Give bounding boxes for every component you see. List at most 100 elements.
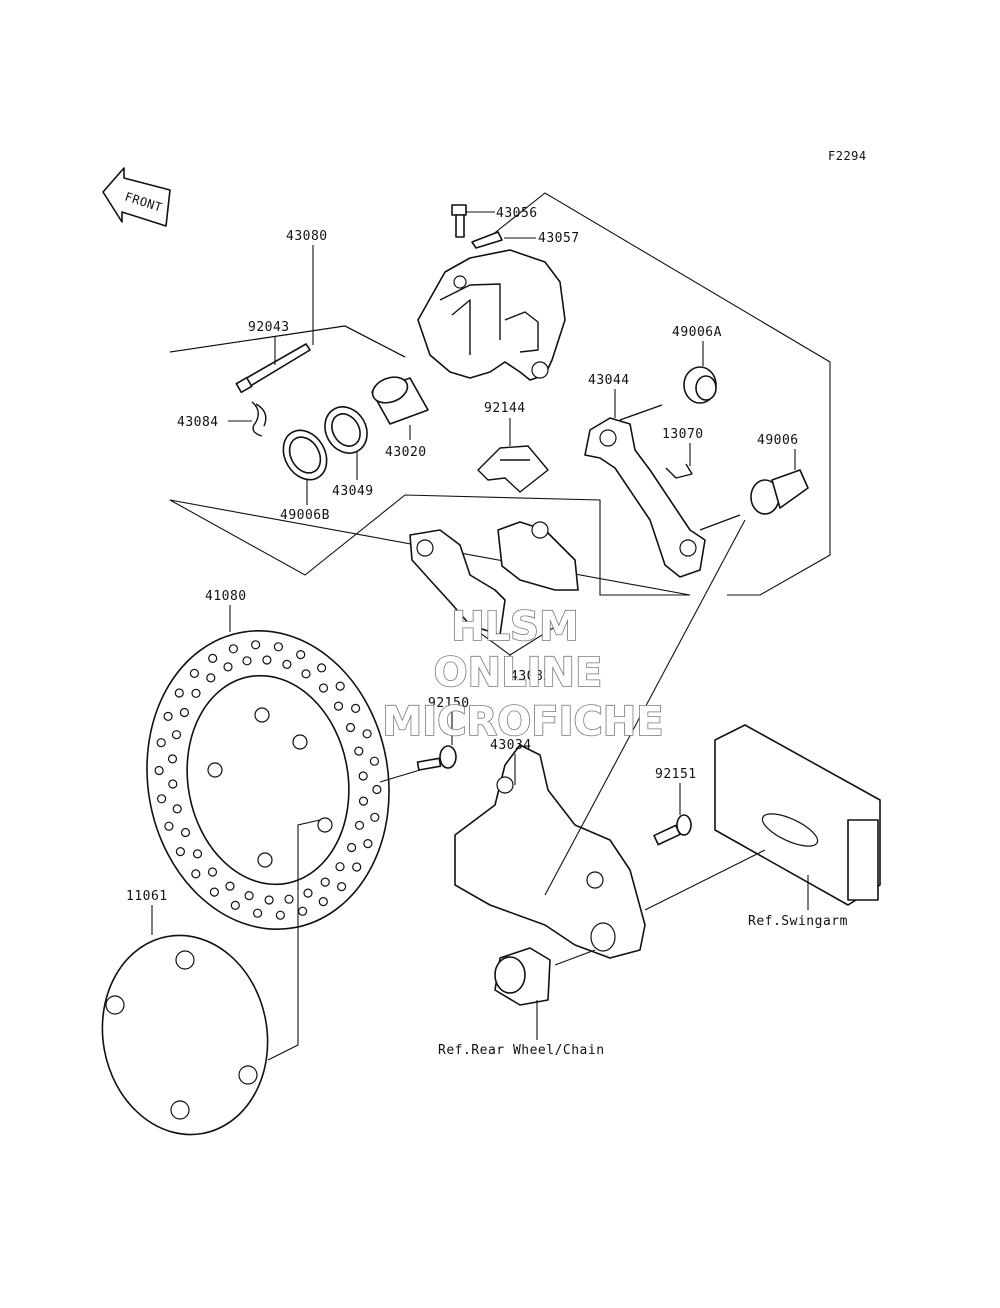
disc-vent-hole — [273, 642, 283, 652]
brake-disc-part — [146, 630, 390, 930]
disc-vent-hole — [347, 842, 357, 853]
disc-vent-hole — [168, 779, 178, 789]
label-43080: 43080 — [286, 229, 328, 244]
brake-pads-part — [409, 521, 579, 636]
disc-vent-hole — [358, 771, 368, 781]
label-43084: 43084 — [177, 415, 219, 430]
disc-vent-hole — [358, 796, 369, 806]
clip-part — [251, 401, 267, 437]
disc-vent-hole — [317, 663, 327, 673]
label-49006: 49006 — [757, 433, 799, 448]
disc-mount-hole — [292, 734, 308, 750]
disc-vent-hole — [282, 659, 292, 670]
disc-vent-hole — [363, 838, 373, 849]
front-arrow-icon: FRONT — [102, 167, 171, 227]
caliper-bracket-part — [584, 404, 741, 578]
disc-vent-hole — [230, 900, 240, 911]
gasket-part — [101, 934, 269, 1136]
disc-vent-hole — [179, 707, 189, 718]
disc-vent-hole — [354, 820, 365, 830]
disc-mount-hole — [207, 762, 223, 778]
figure-code: F2294 — [828, 149, 867, 163]
disc-vent-hole — [296, 649, 306, 660]
disc-vent-hole — [352, 862, 362, 872]
label-43044: 43044 — [588, 373, 630, 388]
dust-seal-part — [282, 429, 328, 481]
watermark-line3: MICROFICHE — [382, 699, 663, 745]
disc-vent-hole — [154, 765, 164, 776]
disc-vent-hole — [172, 804, 182, 814]
label-43034: 43034 — [490, 738, 532, 753]
disc-vent-hole — [253, 908, 263, 918]
caliper-assembly-outline — [169, 192, 831, 596]
label-11061: 11061 — [126, 889, 168, 904]
label-43056: 43056 — [496, 206, 538, 221]
disc-vent-hole — [156, 738, 166, 748]
disc-vent-hole — [191, 688, 201, 698]
disc-vent-hole — [318, 683, 329, 693]
boot-lower-part — [750, 469, 809, 515]
label-13070: 13070 — [662, 427, 704, 442]
disc-vent-hole — [157, 794, 167, 804]
disc-vent-hole — [370, 812, 380, 822]
label-49006B: 49006B — [280, 508, 330, 523]
disc-vent-hole — [191, 869, 201, 879]
disc-vent-hole — [333, 701, 344, 711]
label-92151: 92151 — [655, 767, 697, 782]
label-43049: 43049 — [332, 484, 374, 499]
disc-vent-hole — [262, 655, 272, 665]
disc-vent-hole — [335, 681, 345, 691]
disc-vent-hole — [223, 662, 233, 672]
disc-mount-hole — [257, 852, 273, 868]
disc-vent-hole — [275, 910, 285, 920]
piston-part — [371, 376, 429, 425]
disc-vent-hole — [362, 729, 372, 739]
disc-vent-hole — [208, 653, 218, 664]
disc-vent-hole — [228, 644, 238, 654]
ref-swingarm-label: Ref.Swingarm — [748, 914, 848, 929]
disc-bolt-part — [416, 745, 457, 771]
disc-vent-hole — [369, 756, 379, 766]
disc-vent-hole — [345, 722, 356, 733]
bleed-valve-part — [451, 204, 495, 238]
label-43082: 43082 — [510, 669, 552, 684]
disc-vent-hole — [284, 894, 294, 904]
watermark-line1: HLSM — [451, 604, 579, 650]
disc-vent-hole — [301, 669, 311, 679]
retainer-clip-part — [665, 463, 693, 479]
disc-vent-hole — [264, 895, 274, 905]
disc-vent-hole — [167, 754, 178, 764]
disc-mount-hole — [254, 707, 270, 723]
disc-vent-hole — [206, 673, 216, 683]
bracket-bolt-part — [653, 814, 692, 846]
disc-vent-hole — [225, 881, 235, 891]
label-41080: 41080 — [205, 589, 247, 604]
cap-part — [471, 231, 536, 249]
watermark-line2: ONLINE — [434, 650, 603, 696]
disc-vent-hole — [354, 746, 364, 756]
disc-vent-hole — [209, 887, 219, 897]
label-92150: 92150 — [428, 696, 470, 711]
disc-vent-hole — [351, 703, 361, 714]
ref-rear-wheel-label: Ref.Rear Wheel/Chain — [438, 1043, 605, 1058]
pin-part — [235, 343, 311, 394]
label-49006A: 49006A — [672, 325, 722, 340]
wheel-collar-part — [494, 947, 551, 1006]
disc-vent-hole — [174, 688, 184, 698]
boot-upper-part — [683, 366, 717, 404]
disc-mount-hole — [317, 817, 333, 833]
disc-vent-hole — [335, 862, 345, 872]
label-43020: 43020 — [385, 445, 427, 460]
disc-vent-hole — [207, 867, 218, 877]
disc-vent-hole — [320, 877, 330, 887]
disc-vent-hole — [180, 827, 191, 838]
label-92043: 92043 — [248, 320, 290, 335]
disc-vent-hole — [164, 821, 174, 831]
disc-vent-hole — [189, 668, 199, 679]
label-43057: 43057 — [538, 231, 580, 246]
disc-vent-hole — [192, 849, 203, 859]
seal-part — [324, 406, 368, 454]
pad-spring-part — [477, 445, 549, 493]
